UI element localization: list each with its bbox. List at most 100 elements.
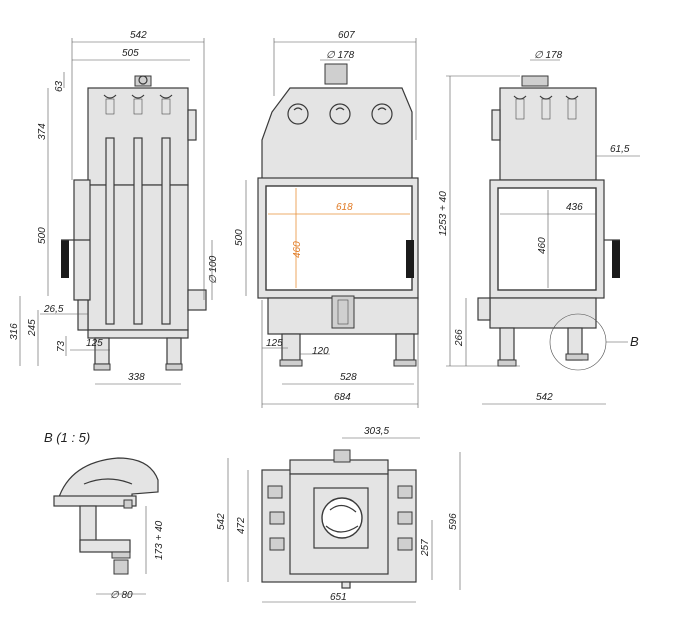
right-flue-collar — [521, 75, 549, 87]
dim-651: 651 — [330, 592, 347, 603]
dim-125-left: 125 — [86, 338, 103, 349]
front-glass — [265, 185, 413, 291]
dim-338: 338 — [128, 372, 145, 383]
dim-glass-height-front: 460 — [292, 241, 303, 258]
dim-542-left: 542 — [130, 30, 147, 41]
left-vent-2 — [133, 98, 143, 115]
right-foot-pad-1 — [497, 359, 517, 367]
dim-120: 120 — [312, 346, 329, 357]
dim-73: 73 — [56, 340, 67, 352]
left-rear-ledge — [187, 109, 197, 141]
front-flue-collar — [324, 63, 348, 85]
dim-505: 505 — [122, 48, 139, 59]
right-lower-body — [489, 297, 597, 329]
plan-flue-tab — [333, 449, 351, 463]
dim-374: 374 — [37, 123, 48, 140]
dim-125-front: 125 — [266, 338, 283, 349]
front-vent-2 — [329, 103, 351, 125]
right-upper-body — [499, 87, 597, 181]
dim-266: 266 — [454, 329, 465, 347]
dim-607: 607 — [338, 30, 355, 41]
dim-436: 436 — [566, 202, 583, 213]
dim-flue-front: ∅ 178 — [326, 50, 355, 61]
front-foot-left — [281, 333, 301, 361]
left-door-handle — [61, 240, 69, 278]
plan-handle-left-3 — [269, 537, 285, 551]
left-slot-1 — [105, 137, 115, 325]
dim-472: 472 — [236, 517, 247, 534]
dim-61-5: 61,5 — [610, 144, 630, 155]
left-foot-pad-1 — [93, 363, 111, 371]
right-rear-ledge — [491, 109, 501, 141]
right-vent-1 — [515, 98, 525, 120]
front-air-slot — [337, 299, 349, 325]
dim-542-right: 542 — [536, 392, 553, 403]
front-vent-1 — [287, 103, 309, 125]
dim-glass-height-right: 460 — [537, 237, 548, 254]
dim-528: 528 — [340, 372, 357, 383]
detail-b-screw — [123, 499, 133, 509]
detail-b-marker: B — [630, 334, 639, 349]
left-flue-ring — [138, 75, 148, 85]
detail-b-pad — [113, 559, 129, 575]
front-vent-3 — [371, 103, 393, 125]
left-vent-1 — [105, 98, 115, 115]
front-foot-pad-left — [279, 359, 303, 367]
plan-view: 303,5 542 472 257 596 651 — [216, 426, 461, 603]
dim-glass-width: 618 — [336, 202, 353, 213]
front-door-handle — [406, 240, 414, 278]
front-vent-marks — [293, 107, 387, 111]
right-glass — [497, 187, 597, 291]
dim-500-front: 500 — [234, 229, 245, 246]
dim-500-left: 500 — [37, 227, 48, 244]
right-vent-3 — [567, 98, 577, 120]
left-side-spigot — [187, 289, 207, 311]
dim-303-5: 303,5 — [364, 426, 389, 437]
right-foot-front — [499, 327, 515, 361]
front-hood — [261, 87, 413, 181]
dim-26-5: 26,5 — [43, 304, 64, 315]
right-vent-2 — [541, 98, 551, 120]
detail-b-bolt — [111, 551, 131, 559]
left-foot-rear — [166, 337, 182, 365]
dim-80: ∅ 80 — [110, 590, 133, 601]
right-door-handle — [612, 240, 620, 278]
left-slot-2 — [133, 137, 143, 325]
dim-596: 596 — [448, 513, 459, 530]
plan-handle-left-2 — [269, 511, 285, 525]
plan-handle-right-1 — [397, 485, 413, 499]
front-foot-right — [395, 333, 415, 361]
plan-handle-left-1 — [267, 485, 283, 499]
left-side-view: 542 505 63 374 500 316 245 26,5 73 125 3… — [9, 30, 219, 385]
left-base-plate — [87, 329, 189, 339]
front-view: 618 460 607 ∅ 178 500 125 120 528 684 — [234, 30, 419, 408]
left-slot-3 — [161, 137, 171, 325]
front-foot-pad-right — [393, 359, 417, 367]
plan-front-knob — [341, 581, 351, 589]
dim-257: 257 — [420, 539, 431, 557]
right-side-view: B 436 460 ∅ 178 1253 + 40 61,5 266 542 — [438, 50, 640, 405]
detail-b-foot — [79, 539, 131, 553]
dim-flue-right: ∅ 178 — [534, 50, 563, 61]
left-front-lip — [77, 299, 89, 331]
dim-316: 316 — [9, 323, 20, 340]
right-foot-pad-2 — [565, 353, 589, 361]
detail-b-title: B (1 : 5) — [44, 430, 90, 445]
right-side-spigot — [477, 297, 491, 321]
dim-63: 63 — [54, 80, 65, 92]
front-air-control — [331, 295, 355, 329]
left-vent-3 — [161, 98, 171, 115]
dim-173: 173 + 40 — [154, 520, 165, 560]
plan-handle-right-3 — [397, 537, 413, 551]
detail-b-curve — [83, 478, 133, 485]
dim-flue-side: ∅ 100 — [208, 255, 219, 284]
dim-1253: 1253 + 40 — [438, 191, 449, 236]
dim-245: 245 — [27, 319, 38, 337]
plan-flue-marks — [325, 504, 359, 533]
left-foot-pad-2 — [165, 363, 183, 371]
left-vents — [103, 94, 173, 99]
dim-542-plan: 542 — [216, 513, 227, 530]
plan-handle-right-2 — [397, 511, 413, 525]
detail-b-view: B (1 : 5) 173 + 40 ∅ 80 — [44, 430, 165, 601]
